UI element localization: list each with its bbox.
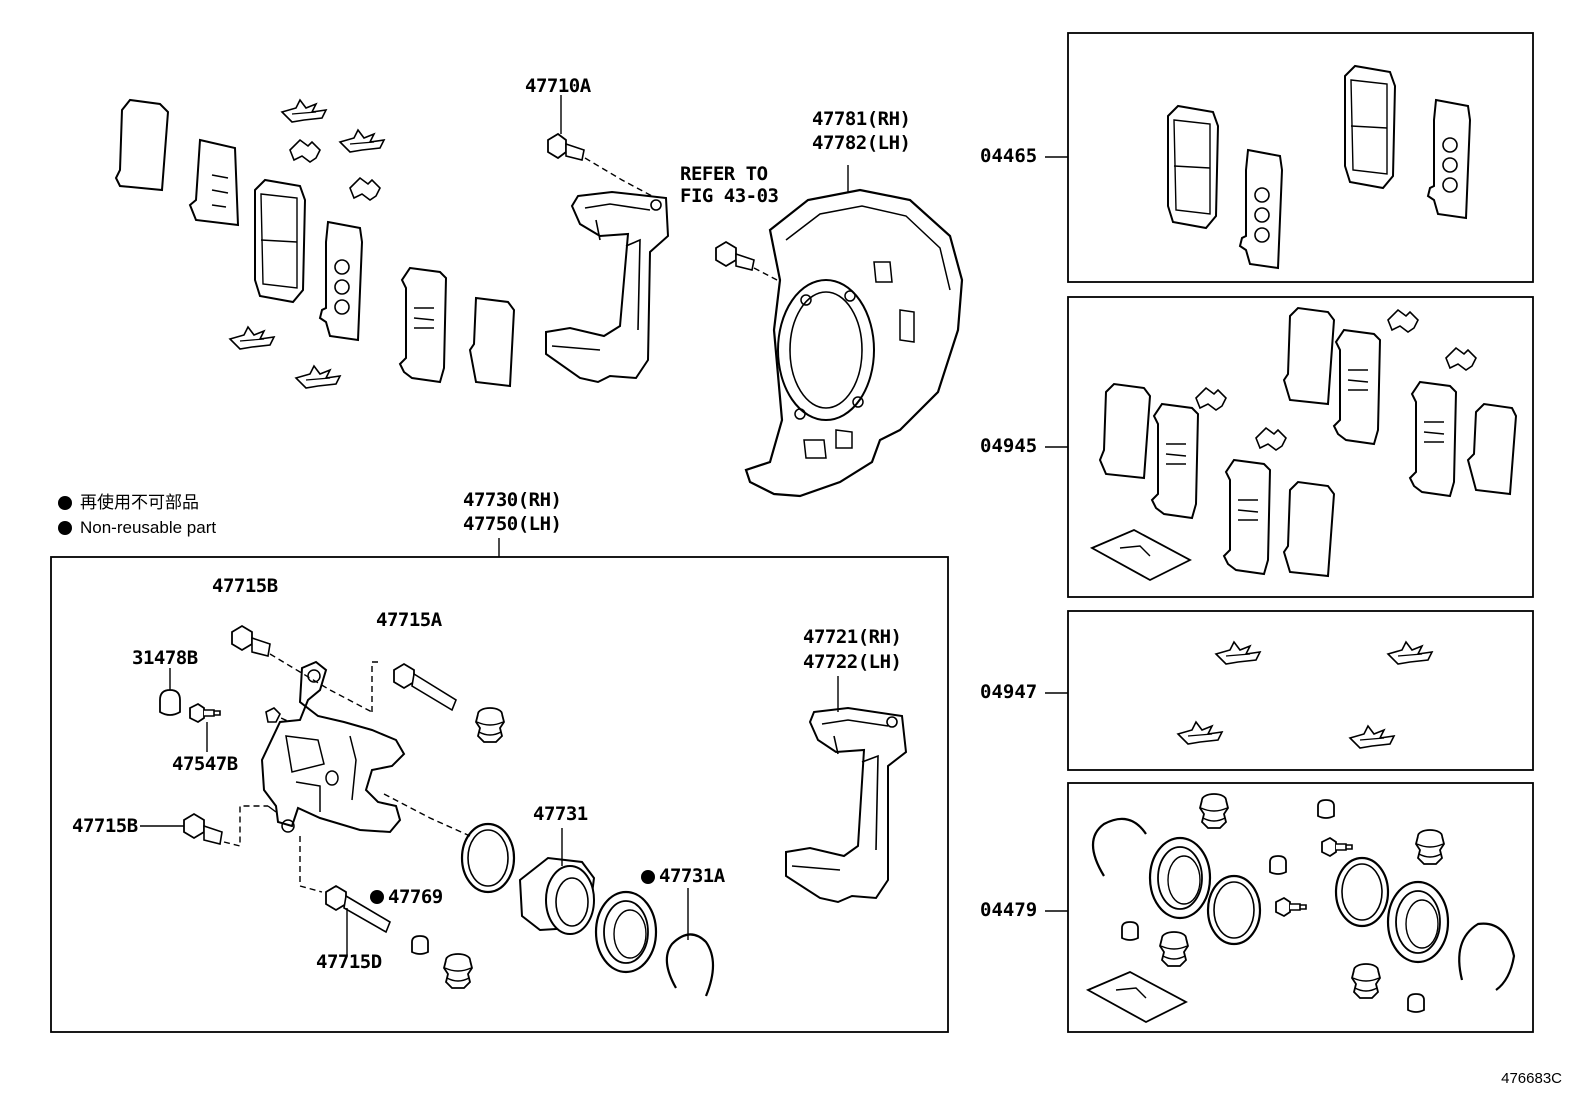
label-47715A: 47715A [376,609,442,631]
label-47731: 47731 [533,803,588,825]
caliper-body [260,660,406,834]
pad-set-exploded [114,98,516,389]
label-bracket-lh: 47722(LH) [803,651,902,673]
label-47769: 47769 [388,886,443,908]
legend-en-text: Non-reusable part [80,518,217,537]
bolt-47710A [547,95,653,197]
label-47547B: 47547B [172,753,238,775]
label-shield-lh: 47782(LH) [812,132,911,154]
kit-04465-pads [1167,65,1471,269]
small-parts [159,668,505,989]
guide-pins [140,624,471,955]
legend-en: Non-reusable part [58,517,216,539]
caliper-bracket-lower [785,676,908,904]
caliper-bracket-top [545,190,670,384]
piston-and-seals [460,822,715,997]
label-refer-line2: FIG 43-03 [680,185,779,207]
kit-04945-shims [1089,306,1518,582]
label-refer-line1: REFER TO [680,163,768,185]
label-47715B-bottom: 47715B [72,815,138,837]
label-bracket-rh: 47721(RH) [803,626,902,648]
non-reusable-mark-47731A [641,870,655,884]
legend-dot [58,521,72,535]
non-reusable-mark-47769 [370,890,384,904]
legend-jp: 再使用不可部品 [58,492,199,514]
kit-label-04945: 04945 [980,435,1038,457]
label-caliper-rh: 47730(RH) [463,489,562,511]
label-47715D: 47715D [316,951,382,973]
label-47715B-top: 47715B [212,575,278,597]
kit-box-04479 [1067,782,1534,1033]
shield-bolt [715,240,801,293]
label-47731A: 47731A [659,865,725,887]
label-47710A: 47710A [525,75,591,97]
label-shield-rh: 47781(RH) [812,108,911,130]
kit-box-04947 [1067,610,1534,771]
label-caliper-lh: 47750(LH) [463,513,562,535]
kit-04479-seals [1085,793,1516,1024]
figure-id: 476683C [1501,1070,1562,1087]
kit-label-04479: 04479 [980,899,1038,921]
disc-brake-dust-shield [744,165,964,498]
legend-dot [58,496,72,510]
kit-label-04465: 04465 [980,145,1038,167]
kit-label-04947: 04947 [980,681,1038,703]
legend-jp-text: 再使用不可部品 [80,493,199,512]
label-31478B: 31478B [132,647,198,669]
kit-04947-springs [1177,641,1433,749]
